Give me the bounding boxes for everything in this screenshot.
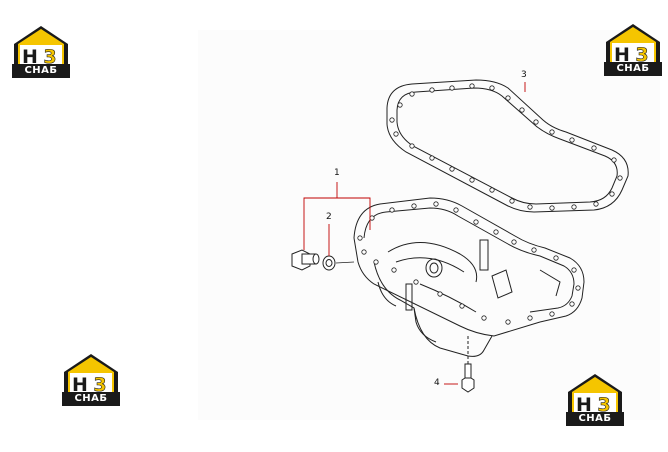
callout-leaders — [303, 82, 526, 385]
oil-pan — [353, 197, 585, 357]
house-logo-icon: H 3 — [606, 24, 660, 66]
logo-number: 3 — [93, 374, 106, 394]
house-logo-icon: H 3 — [14, 26, 68, 68]
logo-caption: СНАБ — [74, 393, 108, 404]
callout-2: 2 — [326, 212, 332, 222]
watermark-logo: H 3 СНАБ — [12, 24, 70, 78]
logo-caption: СНАБ — [24, 65, 58, 76]
logo-letter: H — [576, 394, 592, 414]
logo-caption-bar: СНАБ — [62, 392, 120, 406]
logo-caption: СНАБ — [578, 413, 612, 424]
logo-caption-bar: СНАБ — [12, 64, 70, 78]
watermark-logo: H 3 СНАБ — [604, 22, 662, 76]
callout-4: 4 — [434, 378, 440, 388]
logo-caption-bar: СНАБ — [604, 62, 662, 76]
logo-number: 3 — [43, 46, 56, 66]
logo-letter: H — [72, 374, 88, 394]
watermark-logo: H 3 СНАБ — [62, 352, 120, 406]
callout-3: 3 — [521, 70, 527, 80]
logo-caption: СНАБ — [616, 63, 650, 74]
washer-leader — [335, 261, 355, 264]
logo-letter: H — [22, 46, 38, 66]
drawing-area — [198, 30, 660, 420]
drain-plug-washer — [322, 255, 336, 271]
bolt — [461, 336, 475, 393]
callout-1: 1 — [334, 168, 340, 178]
logo-letter: H — [614, 44, 630, 64]
house-logo-icon: H 3 — [568, 374, 622, 416]
house-logo-icon: H 3 — [64, 354, 118, 396]
logo-number: 3 — [597, 394, 610, 414]
oil-pan-gasket — [386, 79, 629, 213]
drain-plug — [291, 249, 320, 271]
logo-number: 3 — [635, 44, 648, 64]
logo-caption-bar: СНАБ — [566, 412, 624, 426]
watermark-logo: H 3 СНАБ — [566, 372, 624, 426]
